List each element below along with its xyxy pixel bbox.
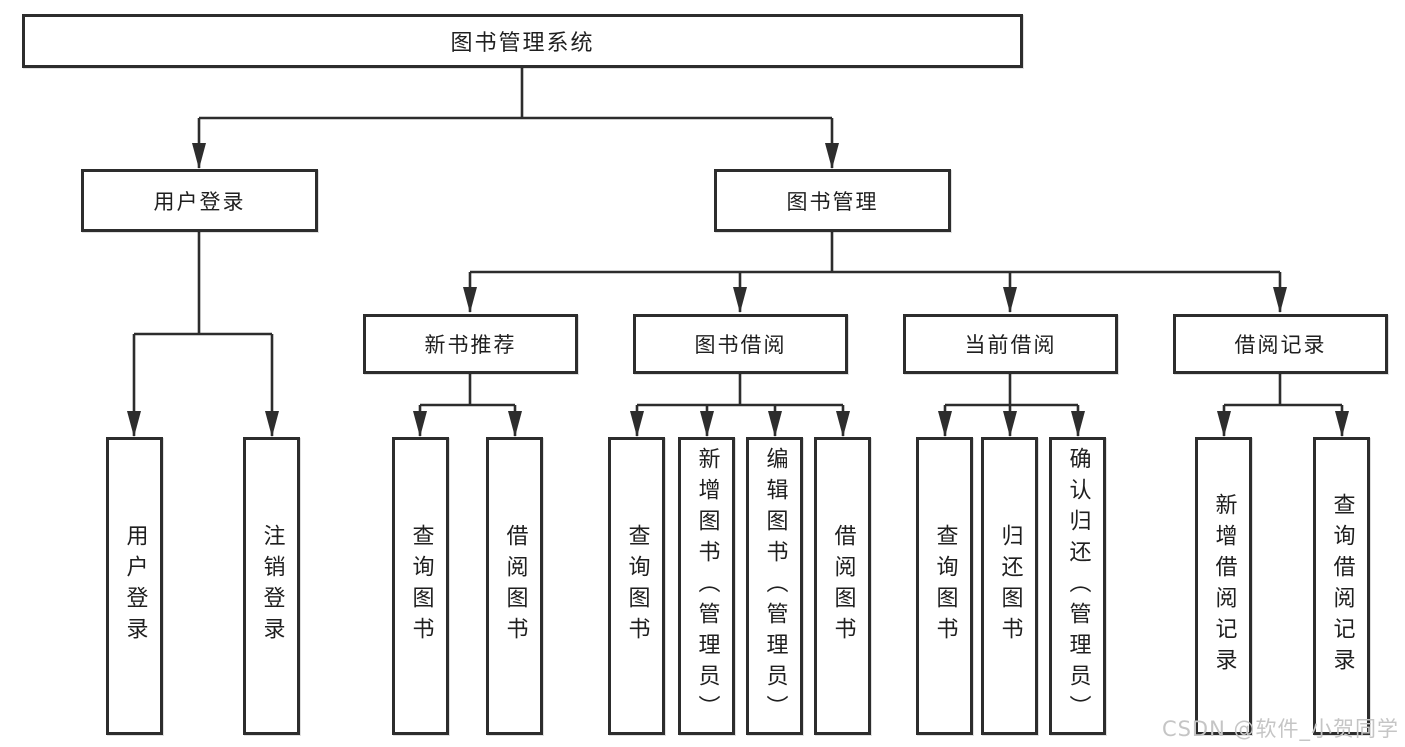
leaf-br-add-record: 新增借阅记录 <box>1195 437 1252 735</box>
node-user-login: 用户登录 <box>81 169 318 232</box>
leaf-nb-borrow-books: 借阅图书 <box>486 437 543 735</box>
leaf-br-query-record: 查询借阅记录 <box>1313 437 1370 735</box>
csdn-watermark: CSDN @软件_小贺同学 <box>1161 717 1399 741</box>
leaf-cb-return-books: 归还图书 <box>981 437 1038 735</box>
node-current-borrowing: 当前借阅 <box>903 314 1118 374</box>
node-book-management: 图书管理 <box>714 169 951 232</box>
leaf-nb-query-books: 查询图书 <box>392 437 449 735</box>
leaf-bb-borrow-books: 借阅图书 <box>814 437 871 735</box>
leaf-bb-edit-books-admin: 编辑图书（管理员） <box>746 437 803 735</box>
leaf-cb-confirm-return-admin: 确认归还（管理员） <box>1049 437 1106 735</box>
leaf-cb-query-books: 查询图书 <box>916 437 973 735</box>
node-book-borrowing: 图书借阅 <box>633 314 848 374</box>
node-new-book-recommend: 新书推荐 <box>363 314 578 374</box>
leaf-bb-query-books: 查询图书 <box>608 437 665 735</box>
leaf-bb-add-books-admin: 新增图书（管理员） <box>678 437 735 735</box>
leaf-logout: 注销登录 <box>243 437 300 735</box>
leaf-user-login: 用户登录 <box>106 437 163 735</box>
node-library-system: 图书管理系统 <box>22 14 1023 68</box>
node-borrowing-records: 借阅记录 <box>1173 314 1388 374</box>
